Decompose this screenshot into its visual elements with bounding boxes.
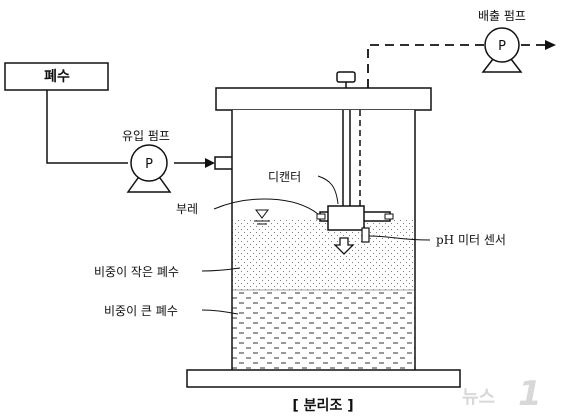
watermark-number: 1 — [518, 374, 542, 414]
high-density-label: 비중이 큰 폐수 — [104, 304, 178, 318]
inflow-pump-circle — [130, 144, 168, 182]
low-density-leader — [201, 267, 241, 272]
ph-sensor-label: pH 미터 센서 — [436, 233, 506, 247]
float-left-cap — [316, 213, 326, 220]
decanter-head — [327, 205, 365, 231]
wastewater-source: 폐수 — [4, 62, 109, 91]
discharge-pump-symbol: P — [498, 39, 506, 54]
decanter-leader — [317, 175, 339, 205]
discharge-pump: P 배출 펌프 — [478, 9, 526, 73]
float-right-cap — [384, 213, 394, 220]
tank-base — [186, 369, 461, 388]
discharge-arrow — [545, 40, 556, 50]
discharge-line-upper — [367, 44, 485, 88]
ph-probe — [361, 227, 370, 243]
inflow-pipe-upstream — [46, 90, 128, 164]
diagram-caption: [ 분리조 ] — [292, 398, 353, 414]
flow-down-arrow — [333, 237, 355, 255]
low-density-layer — [232, 218, 415, 290]
high-density-layer — [232, 290, 415, 370]
level-triangle — [255, 209, 269, 219]
watermark-text: 뉴스 — [462, 387, 495, 408]
water-level-marker — [254, 209, 270, 225]
news1-watermark: 뉴스 1 — [462, 374, 542, 414]
low-density-label: 비중이 작은 폐수 — [94, 265, 179, 279]
float-label: 부레 — [176, 202, 198, 216]
decanter-label: 디캔터 — [268, 170, 301, 184]
wastewater-box — [4, 62, 109, 91]
ph-leader — [368, 235, 431, 241]
inflow-pump-symbol: P — [145, 157, 153, 172]
inlet-nozzle — [214, 156, 234, 170]
wastewater-label: 폐수 — [44, 69, 70, 85]
inflow-pump-label: 유입 펌프 — [122, 129, 170, 143]
inflow-arrow — [205, 158, 215, 168]
discharge-pump-label: 배출 펌프 — [478, 9, 526, 23]
discharge-pump-circle — [484, 27, 520, 63]
tank-lid — [215, 87, 432, 111]
inflow-pump: P 유입 펌프 — [122, 129, 172, 193]
high-density-leader — [201, 309, 239, 315]
decanter-knob — [336, 71, 356, 83]
float-leader — [213, 198, 319, 215]
decanter-assembly — [316, 71, 394, 255]
